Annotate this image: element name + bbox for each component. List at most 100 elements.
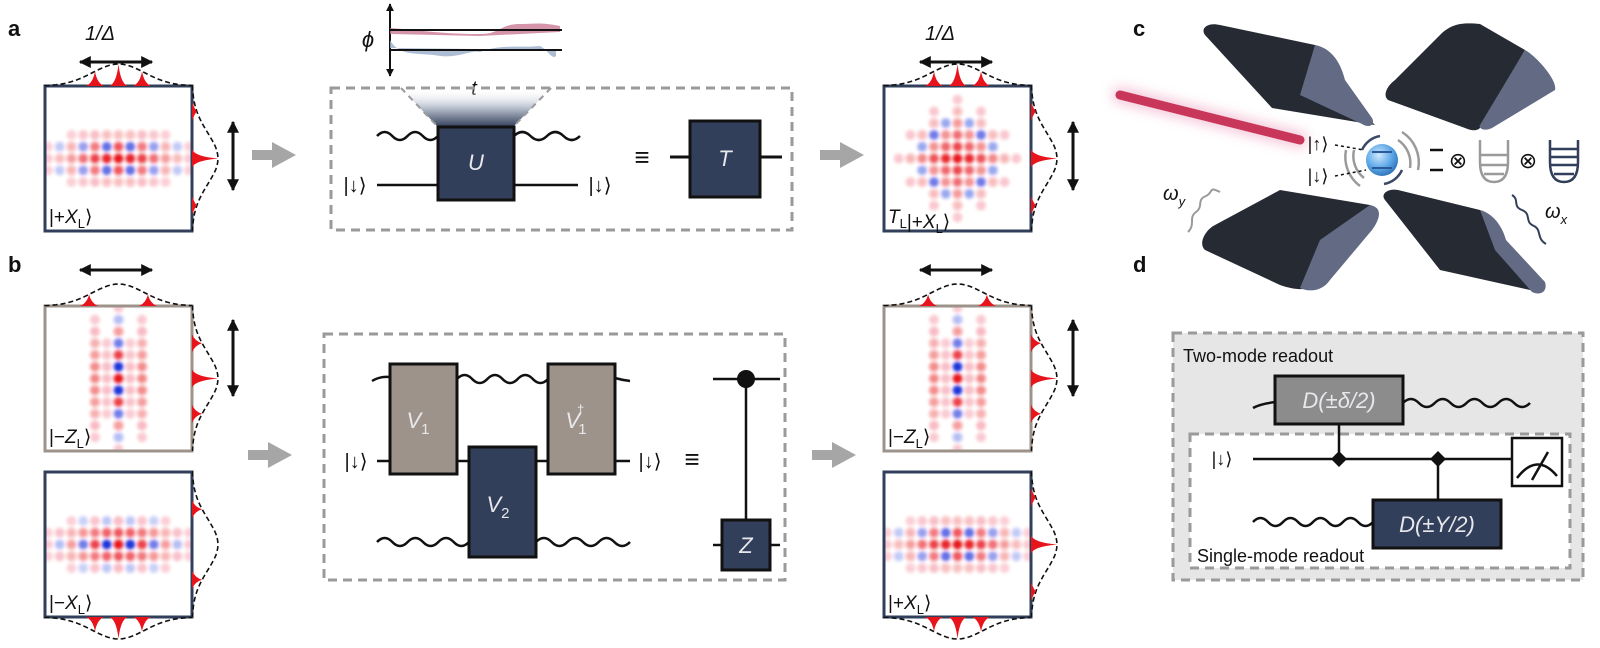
wigner-fringe [90, 141, 100, 152]
wigner-fringe [999, 539, 1010, 550]
wigner-fringe [45, 551, 53, 562]
single-mode-readout-label: Single-mode readout [1197, 546, 1364, 566]
wigner-fringe [952, 130, 963, 140]
wigner-fringe [113, 420, 124, 431]
wigner-fringe [148, 551, 159, 562]
wigner-fringe [172, 165, 183, 176]
wigner-fringe [137, 350, 147, 360]
wigner-fringe [952, 397, 963, 407]
readout-mode-wire-upper [1402, 397, 1531, 409]
wigner-fringe [125, 408, 136, 419]
wigner-fringe [54, 527, 65, 538]
wigner-fringe [160, 539, 171, 550]
wigner-fringe [125, 373, 136, 384]
wigner-fringe [976, 397, 986, 407]
wigner-fringe [78, 177, 89, 187]
control-dot [737, 370, 755, 388]
gate-V1-dagger [546, 362, 617, 476]
gate-V1-label: V1 [406, 408, 429, 438]
wigner-fringe [929, 527, 939, 538]
wigner-fringe [125, 385, 136, 396]
wigner-fringe [66, 177, 77, 187]
control-diamond-1 [1331, 451, 1347, 467]
wigner-fringe [113, 350, 124, 360]
wigner-fringe [137, 385, 147, 396]
wigner-fringe [940, 118, 951, 129]
inset-y-label: ϕ [362, 27, 374, 52]
wigner-fringe [113, 314, 124, 325]
gate-Z-label: Z [738, 533, 754, 558]
circuit-a: U |↓⟩ |↓⟩ ≡ T [344, 119, 782, 202]
wigner-fringe [90, 551, 100, 562]
wigner-fringe [940, 397, 951, 407]
wigner-fringe [987, 165, 998, 176]
wigner-fringe [917, 516, 928, 526]
wigner-fringe [137, 130, 147, 140]
wigner-fringe [940, 130, 951, 140]
readout-circuit: D(±δ/2) |↓⟩ D(±Y/2) [1212, 374, 1564, 550]
wigner-fringe [78, 539, 89, 550]
wigner-fringe [101, 177, 112, 187]
wigner-fringe [976, 385, 986, 396]
gate-D-Y-label: D(±Y/2) [1399, 512, 1475, 537]
wigner-fringe [929, 314, 939, 325]
wigner-fringe [976, 539, 986, 550]
wigner-fringe [952, 350, 963, 360]
gate-V2-label: V2 [486, 492, 509, 522]
wigner-fringe [137, 420, 147, 431]
wigner-fringe [125, 551, 136, 562]
gate-D-Y [1371, 498, 1503, 550]
wigner-fringe [976, 165, 986, 176]
wigner-fringe [952, 153, 963, 164]
wigner-fringe [987, 141, 998, 152]
wigner-fringe [964, 361, 975, 372]
wigner-fringe [90, 177, 100, 187]
gate-U [436, 125, 516, 202]
wigner-fringe [184, 527, 192, 538]
wigner-fringe [172, 153, 183, 164]
wigner-fringe [929, 539, 939, 550]
wigner-fringe [1011, 551, 1022, 562]
wigner-fringe [1023, 527, 1031, 538]
wigner-fringe [101, 551, 112, 562]
wigner-fringe [929, 141, 939, 152]
wigner-fringe [90, 165, 100, 176]
state-label: |−ZL⟩ [888, 427, 930, 451]
wigner-fringe [125, 338, 136, 349]
panel-letter-b: b [8, 252, 21, 277]
motional-mode-wire-out [513, 130, 581, 142]
wigner-fringe [137, 361, 147, 372]
wigner-fringe [90, 420, 100, 431]
equivalence-sign-b: ≡ [684, 444, 699, 474]
wigner-fringe [160, 165, 171, 176]
wigner-fringe [976, 373, 986, 384]
wigner-fringe [964, 350, 975, 360]
wigner-fringe [917, 153, 928, 164]
tensor-symbol-2: ⊗ [1519, 148, 1537, 173]
ket-up: |↑⟩ [1308, 134, 1329, 154]
readout-mode-wire-lower [1252, 516, 1374, 528]
wigner-fringe [137, 527, 147, 538]
wigner-fringe [952, 118, 963, 129]
wigner-fringe [929, 397, 939, 407]
wigner-fringe [54, 141, 65, 152]
wigner-fringe [90, 385, 100, 396]
wigner-fringe [964, 188, 975, 199]
wigner-fringe [976, 130, 986, 140]
wigner-fringe [905, 516, 916, 526]
wigner-fringe [976, 420, 986, 431]
wigner-fringe [160, 527, 171, 538]
wigner-fringe [78, 516, 89, 526]
wigner-fringe [137, 551, 147, 562]
wigner-fringe [125, 177, 136, 187]
wigner-fringe [137, 563, 147, 573]
wigner-fringe [929, 130, 939, 140]
wigner-fringe [884, 527, 892, 538]
wigner-fringe [90, 527, 100, 538]
wigner-fringe [101, 338, 112, 349]
wigner-fringe [929, 188, 939, 199]
wigner-fringe [964, 563, 975, 573]
wigner-fringe [125, 361, 136, 372]
wigner-fringe [964, 408, 975, 419]
panel-letter-c: c [1133, 16, 1145, 41]
